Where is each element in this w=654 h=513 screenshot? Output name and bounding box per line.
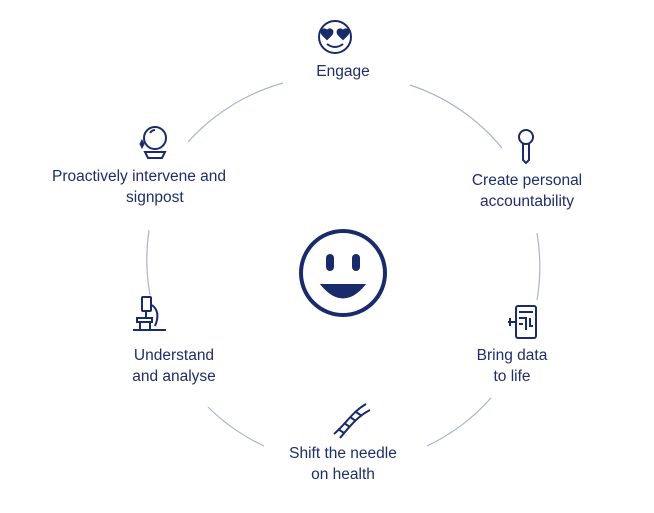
stage-understand-and-analyse-label: Understand and analyse [109, 345, 239, 387]
ring-arc-right [536, 232, 541, 301]
ring-arc-top-right [409, 84, 503, 149]
ring-arc-bottom-left [207, 406, 265, 447]
ring-arc-top-left [187, 82, 284, 143]
microscope-icon [133, 296, 166, 331]
stage-understand-and-analyse-line-2: and analyse [132, 368, 216, 385]
stage-shift-the-needle-label: Shift the needle on health [263, 443, 423, 485]
dna-icon [333, 403, 371, 439]
magnifier-key-icon [518, 129, 534, 165]
stage-engage-line-1: Engage [316, 63, 370, 80]
stage-shift-the-needle-line-1: Shift the needle [289, 445, 397, 462]
stage-create-personal-accountability-line-1: Create personal [471, 172, 583, 189]
stage-bring-data-to-life-line-1: Bring data [476, 347, 548, 364]
ring-arc-left [146, 229, 151, 296]
crystal-ball-icon [139, 126, 167, 159]
stage-proactively-intervene-line-2: signpost [126, 189, 184, 206]
stage-understand-and-analyse-line-1: Understand [133, 347, 215, 364]
stage-engage-label: Engage [283, 61, 403, 82]
heart-eyes-face-icon [318, 20, 352, 54]
stage-create-personal-accountability-line-2: accountability [480, 193, 574, 210]
stage-proactively-intervene-label: Proactively intervene and signpost [52, 166, 272, 208]
stage-bring-data-to-life-line-2: to life [493, 368, 531, 385]
grinning-face-icon [299, 229, 387, 317]
tablet-map-icon [508, 305, 537, 339]
stage-shift-the-needle-line-2: on health [311, 466, 375, 483]
ring-arcs [146, 82, 541, 447]
stage-create-personal-accountability-label: Create personal accountability [452, 170, 602, 212]
stage-bring-data-to-life-label: Bring data to life [452, 345, 572, 387]
ring-arc-bottom-right [426, 397, 492, 447]
stage-proactively-intervene-line-1: Proactively intervene and [52, 168, 227, 185]
